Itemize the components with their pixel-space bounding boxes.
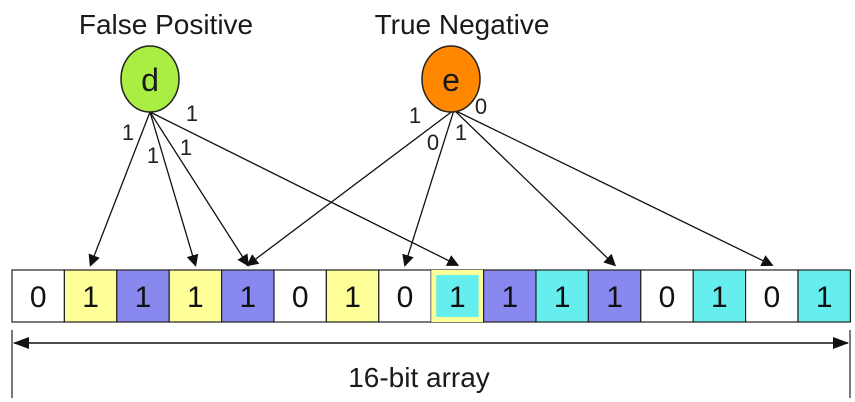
bit-value: 0 xyxy=(30,281,47,314)
node-d-circle xyxy=(120,45,180,113)
bit-value: 1 xyxy=(501,281,518,314)
bit-value: 1 xyxy=(711,281,728,314)
bit-value: 1 xyxy=(187,281,204,314)
bit-cell-box xyxy=(797,269,852,323)
bit-cell: 0 xyxy=(273,269,328,323)
edge-arrow xyxy=(149,111,460,266)
node-d-caption: False Positive xyxy=(79,9,253,40)
edge-arrow xyxy=(246,109,455,267)
bit-cell-box xyxy=(692,269,747,323)
bit-cell-box xyxy=(168,269,223,323)
bit-cell-highlight xyxy=(431,270,484,322)
edge-arrow xyxy=(88,111,151,267)
edge-label: 1 xyxy=(147,143,159,168)
bit-cell-box xyxy=(325,269,380,323)
bit-cell-box xyxy=(744,269,799,323)
edge-arrow xyxy=(453,109,774,267)
bit-cell: 0 xyxy=(378,269,432,323)
edge-arrow xyxy=(402,109,455,267)
bit-cell-box xyxy=(587,269,642,323)
bit-cell-box xyxy=(221,269,275,323)
bit-value: 1 xyxy=(606,281,623,314)
array-dimension: 16-bit array xyxy=(11,330,851,398)
bit-value: 1 xyxy=(554,281,571,314)
bit-cell: 1 xyxy=(535,269,590,323)
bit-value: 0 xyxy=(292,281,309,314)
node-d-letter: d xyxy=(141,62,159,98)
edge-arrow xyxy=(149,111,249,267)
edge-arrow xyxy=(453,109,617,267)
bit-value: 0 xyxy=(397,281,414,314)
edges-layer xyxy=(88,109,774,267)
bit-array: 0 1 1 1 1 0 1 0 1 1 1 1 0 1 0 1 xyxy=(11,269,852,323)
bit-cell-box xyxy=(273,269,328,323)
bit-value: 1 xyxy=(135,281,152,314)
bit-value: 0 xyxy=(763,281,780,314)
edge-label: 1 xyxy=(180,135,192,160)
bit-cell-box xyxy=(378,269,432,323)
bit-value: 1 xyxy=(816,281,833,314)
edge-label: 1 xyxy=(122,120,134,145)
bit-value: 1 xyxy=(239,281,256,314)
node-e-caption: True Negative xyxy=(375,9,550,40)
bit-cell-box xyxy=(116,269,170,323)
bit-cell: 1 xyxy=(797,269,852,323)
bit-value: 1 xyxy=(344,281,361,314)
edge-label: 1 xyxy=(409,103,421,128)
bit-value: 1 xyxy=(449,281,466,314)
edge-label: 0 xyxy=(427,130,439,155)
edge-arrow xyxy=(149,111,199,267)
bit-cell: 1 xyxy=(587,269,642,323)
bit-cell-box xyxy=(535,269,590,323)
edge-label: 1 xyxy=(455,120,467,145)
bit-cell: 1 xyxy=(483,269,537,323)
bit-cell: 0 xyxy=(640,269,694,323)
bit-cell: 1 xyxy=(63,269,118,323)
bit-cell: 1 xyxy=(325,269,380,323)
node-e-circle xyxy=(421,45,481,113)
bit-cell: 1 xyxy=(430,269,485,323)
bit-cell: 0 xyxy=(11,269,66,323)
node-d: False Positive d xyxy=(79,9,253,113)
bit-value: 0 xyxy=(659,281,676,314)
bit-cell-box xyxy=(63,269,118,323)
bit-cell-box xyxy=(430,269,485,323)
array-label: 16-bit array xyxy=(348,362,490,393)
bit-cell: 0 xyxy=(744,269,799,323)
node-e-letter: e xyxy=(442,62,460,98)
node-e: True Negative e xyxy=(375,9,550,113)
edge-label: 1 xyxy=(186,101,198,126)
bit-cell-box xyxy=(11,269,66,323)
bit-cell: 1 xyxy=(116,269,170,323)
bit-cell: 1 xyxy=(168,269,223,323)
bit-cell: 1 xyxy=(221,269,275,323)
bit-value: 1 xyxy=(82,281,99,314)
bit-cell: 1 xyxy=(692,269,747,323)
edge-label: 0 xyxy=(475,94,487,119)
